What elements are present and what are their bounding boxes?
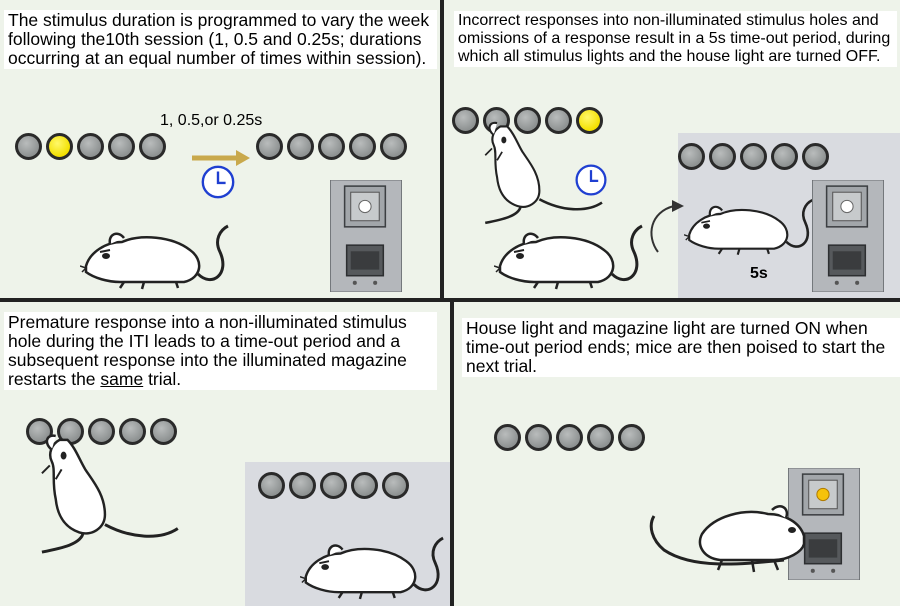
mouse-figure <box>80 222 230 292</box>
stimulus-hole <box>514 107 541 134</box>
magazine-box <box>812 180 884 292</box>
panel-2-caption: Incorrect responses into non-illuminated… <box>454 11 897 67</box>
timeout-label: 5s <box>750 265 768 282</box>
stimulus-holes-off <box>258 472 409 499</box>
panel-4-caption: House light and magazine light are turne… <box>462 318 900 377</box>
stimulus-holes-ready <box>494 424 645 451</box>
stimulus-hole <box>587 424 614 451</box>
stimulus-hole <box>351 472 378 499</box>
panel-stimulus-duration: The stimulus duration is programmed to v… <box>0 0 440 298</box>
stimulus-hole <box>88 418 115 445</box>
caption-text-before: Premature response into a non-illuminate… <box>8 312 407 389</box>
stimulus-hole <box>289 472 316 499</box>
stimulus-hole <box>545 107 572 134</box>
stimulus-hole <box>258 472 285 499</box>
panel-timeout: Incorrect responses into non-illuminated… <box>444 0 900 298</box>
stimulus-hole-lit <box>46 133 73 160</box>
stimulus-hole <box>150 418 177 445</box>
stimulus-hole <box>452 107 479 134</box>
stimulus-hole <box>740 143 767 170</box>
stimulus-hole <box>525 424 552 451</box>
stimulus-hole <box>618 424 645 451</box>
stimulus-hole <box>380 133 407 160</box>
duration-label: 1, 0.5,or 0.25s <box>160 112 263 129</box>
stimulus-holes-premature <box>26 418 177 445</box>
stimulus-holes-off <box>678 143 829 170</box>
panel-next-trial: House light and magazine light are turne… <box>454 302 900 606</box>
stimulus-hole <box>802 143 829 170</box>
stimulus-hole <box>494 424 521 451</box>
stimulus-hole <box>318 133 345 160</box>
panel-premature-response: Premature response into a non-illuminate… <box>0 302 450 606</box>
stimulus-hole <box>709 143 736 170</box>
panel-1-caption: The stimulus duration is programmed to v… <box>4 10 437 69</box>
stimulus-hole <box>320 472 347 499</box>
right-arrow-icon <box>192 150 250 166</box>
stimulus-hole <box>287 133 314 160</box>
caption-text-after: trial. <box>143 369 182 389</box>
magazine-box <box>330 180 402 292</box>
stimulus-hole <box>256 133 283 160</box>
mouse-figure-timeout <box>300 534 445 602</box>
stimulus-holes-after <box>256 133 407 160</box>
stimulus-hole <box>382 472 409 499</box>
stimulus-hole <box>77 133 104 160</box>
stimulus-hole <box>349 133 376 160</box>
mouse-figure-rearing <box>16 430 186 558</box>
clock-icon <box>573 162 609 198</box>
stimulus-hole <box>108 133 135 160</box>
stimulus-holes-before <box>15 133 166 160</box>
stimulus-hole <box>139 133 166 160</box>
curved-arrow-icon <box>650 200 684 253</box>
stimulus-hole <box>771 143 798 170</box>
mouse-figure <box>494 222 644 292</box>
stimulus-hole <box>119 418 146 445</box>
mouse-figure-timeout <box>684 196 814 258</box>
stimulus-hole <box>15 133 42 160</box>
clock-icon <box>199 163 237 201</box>
stimulus-hole-lit <box>576 107 603 134</box>
caption-text-underlined: same <box>100 369 144 389</box>
mouse-figure-at-magazine <box>649 505 806 573</box>
stimulus-hole <box>556 424 583 451</box>
panel-3-caption: Premature response into a non-illuminate… <box>4 312 437 390</box>
stimulus-hole <box>678 143 705 170</box>
